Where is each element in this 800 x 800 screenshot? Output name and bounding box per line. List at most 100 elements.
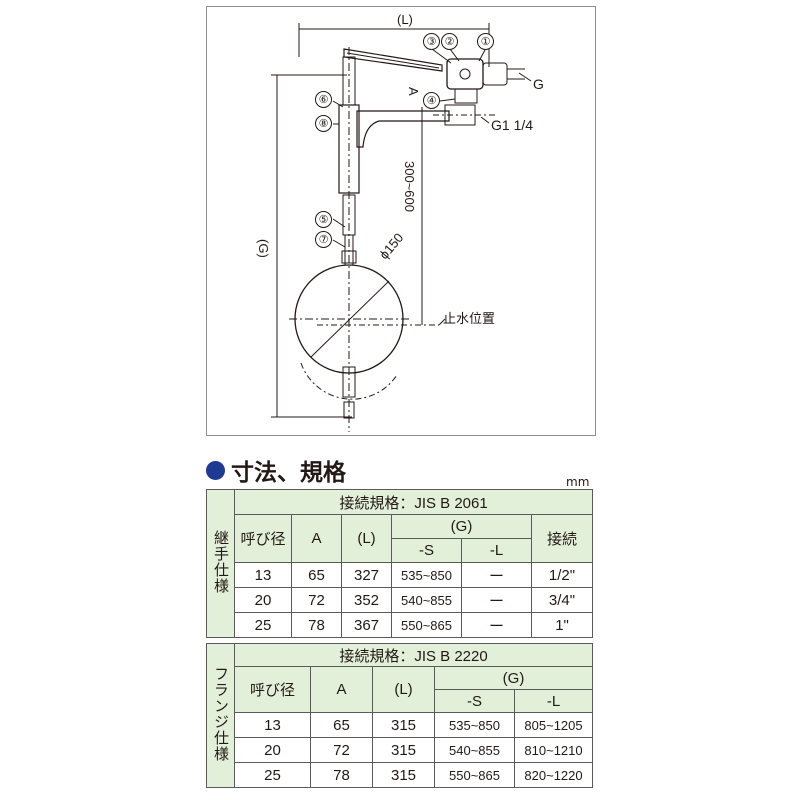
table-row: 20 72 352 540~855 ー 3/4" (207, 587, 594, 613)
float-bottom-nut (343, 401, 355, 419)
table1-cell-l: 367 (341, 612, 392, 638)
drawing-lines (271, 23, 532, 432)
table1-header-size: 呼び径 (234, 514, 292, 563)
part-number-8: ⑧ (315, 115, 332, 132)
table2-cell-size: 20 (234, 737, 311, 763)
label-g-thread: G (533, 76, 544, 92)
table2-cell-size: 25 (234, 762, 311, 788)
valve-nut (482, 62, 508, 86)
table1-header-s: -S (391, 538, 462, 563)
table2-cell-a: 65 (310, 712, 373, 738)
part-number-2: ② (441, 33, 458, 50)
part-number-5: ⑤ (315, 211, 332, 228)
table1-cell-conn: 3/4" (530, 587, 594, 613)
table2-header-s: -S (434, 689, 515, 713)
table1-cell-s: 535~850 (391, 562, 462, 588)
leader-1 (478, 49, 486, 62)
table-row: 13 65 327 535~850 ー 1/2" (207, 562, 594, 588)
leader-7 (332, 239, 346, 248)
float-diameter-line (310, 280, 390, 358)
label-stop-level: 止水位置 (443, 311, 496, 326)
table-row: 20 72 315 540~855 810~1210 (207, 737, 594, 763)
label-g-inlet: G1 1/4 (491, 117, 534, 133)
table1-header-g: (G) (391, 514, 532, 539)
table1-standard: 接続規格：JIS B 2061 (233, 489, 594, 515)
section-title: 寸法、規格 (206, 453, 346, 487)
table2-cell-a: 72 (310, 737, 373, 763)
part-number-7: ⑦ (315, 231, 332, 248)
table1-cell-a: 78 (291, 612, 342, 638)
leader-3 (431, 48, 452, 64)
table2-cell-l: 315 (372, 737, 435, 763)
table1-header-lcol: -L (461, 538, 532, 563)
unit-label: mm (566, 475, 590, 489)
table1-cell-size: 25 (234, 612, 292, 638)
table2-cell-size: 13 (234, 712, 311, 738)
table1-side-label: 継手仕様 (206, 489, 235, 638)
leader-5 (332, 218, 346, 228)
table1-header-conn: 接続 (530, 514, 594, 563)
lever-arm (343, 48, 443, 72)
table1-cell-s: 550~865 (391, 612, 462, 638)
valve-bottom (454, 88, 478, 104)
float-lowered-arc (300, 362, 398, 400)
table1-cell-conn: 1" (530, 612, 594, 638)
lever-arm-inner (346, 52, 440, 69)
part-number-6: ⑥ (315, 91, 332, 108)
table1-cell-lcol: ー (461, 587, 532, 613)
label-a: A (406, 87, 421, 96)
table2-header-g: (G) (433, 666, 594, 690)
spec-table-flange: フランジ仕様 接続規格：JIS B 2220 呼び径 A (L) (G) -S … (206, 643, 594, 788)
technical-drawing: (L) (G) G G1 1/4 A 300~600 ϕ150 止水位置 ① ②… (206, 6, 596, 436)
table1-cell-size: 13 (234, 562, 292, 588)
bullet-dot-icon (206, 460, 225, 480)
leader-g (518, 72, 532, 82)
table2-cell-s: 540~855 (434, 737, 515, 763)
valve-center (459, 68, 471, 80)
table-row: 25 78 367 550~865 ー 1" (207, 612, 594, 638)
table2-cell-l: 315 (372, 712, 435, 738)
leader-4 (439, 98, 456, 102)
table2-header-lcol: -L (513, 689, 594, 713)
label-g-dim: (G) (256, 239, 271, 258)
leader-6 (332, 100, 344, 108)
table2-standard: 接続規格：JIS B 2220 (233, 643, 594, 667)
part-number-3: ③ (423, 33, 440, 50)
table1-cell-l: 352 (341, 587, 392, 613)
table1-cell-l: 327 (341, 562, 392, 588)
valve-body (446, 58, 484, 90)
table2-cell-l: 315 (372, 762, 435, 788)
table2-header-size: 呼び径 (234, 666, 311, 713)
table2-header-a: A (310, 666, 373, 713)
table2-cell-lcol: 820~1220 (513, 762, 594, 788)
table1-cell-size: 20 (234, 587, 292, 613)
table2-cell-s: 550~865 (434, 762, 515, 788)
part-number-1: ① (477, 33, 494, 50)
section-title-text: 寸法、規格 (231, 460, 346, 486)
table1-cell-a: 65 (291, 562, 342, 588)
bracket (356, 110, 450, 148)
table1-cell-a: 72 (291, 587, 342, 613)
rod-sleeve (338, 104, 360, 194)
table1-header-l: (L) (341, 514, 392, 563)
table2-cell-s: 535~850 (434, 712, 515, 738)
stop-level-leader (438, 318, 446, 326)
table2-side-label: フランジ仕様 (206, 643, 235, 788)
leader-2 (449, 48, 460, 62)
table1-cell-s: 540~855 (391, 587, 462, 613)
table1-cell-conn: 1/2" (530, 562, 594, 588)
part-number-4: ④ (423, 92, 440, 109)
table2-cell-lcol: 810~1210 (513, 737, 594, 763)
table2-header-l: (L) (372, 666, 435, 713)
spec-table-joint: 継手仕様 接続規格：JIS B 2061 呼び径 A (L) (G) 接続 -S… (206, 489, 594, 638)
float-top-cap (341, 250, 357, 264)
table1-cell-lcol: ー (461, 612, 532, 638)
leader-g-inlet (480, 116, 490, 124)
label-l: (L) (397, 12, 413, 27)
float-bottom-cap (342, 366, 356, 398)
table2-cell-a: 78 (310, 762, 373, 788)
table1-cell-lcol: ー (461, 562, 532, 588)
label-range: 300~600 (402, 161, 417, 212)
table-row: 25 78 315 550~865 820~1220 (207, 762, 594, 788)
table2-cell-lcol: 805~1205 (513, 712, 594, 738)
